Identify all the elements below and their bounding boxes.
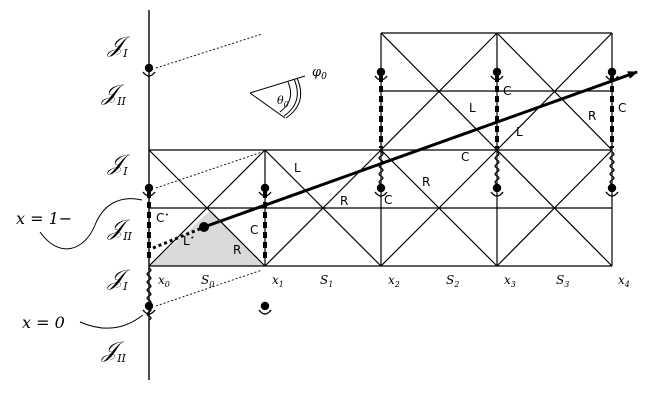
marker-top-axis [142,63,156,77]
marker-low-axis [142,301,156,315]
shaded-region [149,210,265,266]
svg-text:𝒥II: 𝒥II [101,81,127,108]
svg-text:C: C [250,223,258,237]
point-labels: x0 x1 x2 x3 x4 [158,273,630,289]
svg-text:L: L [516,125,523,139]
marker-mid-axis [142,183,156,197]
marker-x1-top [258,183,272,197]
svg-text:R: R [340,194,348,208]
marker-x2-low [374,183,388,197]
svg-text:𝒥I: 𝒥I [107,151,131,178]
dashed-columns [147,76,614,262]
svg-text:S3: S3 [556,273,569,289]
callout-curve-x-zero [79,314,144,329]
svg-text:C: C [503,84,511,98]
svg-text:L: L [294,161,301,175]
main-arrow [203,70,638,229]
svg-text:x3: x3 [504,273,516,289]
theta-label: θ0 [277,94,289,109]
marker-x3-top [490,67,504,81]
marker-x2-top [374,67,388,81]
phi-label: φ0 [312,65,327,82]
svg-text:x4: x4 [618,273,630,289]
svg-text:x1: x1 [272,273,284,289]
svg-text:𝒥II: 𝒥II [107,216,133,243]
svg-text:𝒥I: 𝒥I [107,33,131,60]
svg-text:C⋆: C⋆ [156,210,169,225]
svg-text:L: L [469,101,476,115]
angle-inset [249,75,306,119]
svg-text:S0: S0 [201,273,214,289]
segment-labels: S0 S1 S2 S3 [201,273,569,289]
callout-x-zero: x = 0 [22,313,65,332]
region-labels: C⋆ L⋆ R C L R C R C L C L R C [156,84,626,257]
svg-text:𝒥I: 𝒥I [107,266,131,293]
svg-text:R: R [588,109,596,123]
svg-text:C: C [384,193,392,207]
svg-text:C: C [618,101,626,115]
svg-text:L⋆: L⋆ [183,233,195,248]
marker-x3-low [490,183,504,197]
svg-text:x0: x0 [158,273,170,289]
boundary-markers [142,63,619,315]
dotted-guides [155,33,263,307]
dotted-approach [152,226,203,250]
marker-x4-low [605,183,619,197]
svg-text:S2: S2 [446,273,459,289]
svg-text:x2: x2 [388,273,400,289]
svg-text:𝒥II: 𝒥II [101,338,127,365]
marker-x1-low [258,301,272,315]
svg-text:R: R [422,175,430,189]
callout-x-one-minus: x = 1− [16,209,72,228]
svg-text:R: R [233,243,241,257]
callout-curve-x-one-minus [39,198,143,250]
wavy-segments [146,151,615,321]
svg-text:S1: S1 [320,273,333,289]
svg-text:C: C [461,150,469,164]
